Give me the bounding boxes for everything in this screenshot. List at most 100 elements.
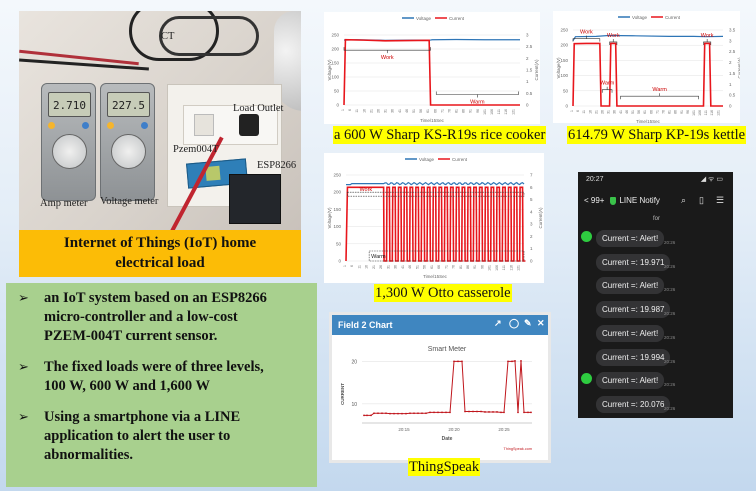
x-tick-label: 11	[355, 109, 359, 113]
line-notify-avatar[interactable]	[581, 231, 592, 242]
y-tick-label: 250	[333, 173, 341, 178]
ct-label: CT	[161, 31, 175, 42]
photo-caption: Internet of Things (IoT) home electrical…	[19, 230, 301, 277]
comment-icon[interactable]: ◯	[509, 318, 520, 328]
data-point	[417, 412, 419, 415]
arrow-bullet-icon: ➢	[18, 359, 29, 374]
bullet-line: application to alert the user to	[44, 428, 231, 444]
x-tick-label: 36	[394, 265, 398, 269]
y2-tick-label: 2.5	[729, 49, 736, 54]
y-tick-label: 200	[333, 190, 341, 195]
meter-button	[141, 122, 148, 129]
x-tick-label: 101	[488, 265, 492, 271]
y-tick-label: 250	[331, 33, 339, 38]
data-point	[373, 412, 375, 415]
amp-meter-label: Amp meter	[40, 198, 88, 209]
x-tick-label: 81	[455, 109, 459, 113]
y2-tick-label: 0	[530, 259, 533, 264]
x-tick-label: 1	[341, 109, 345, 111]
x-tick-label: 51	[415, 265, 419, 269]
data-point	[461, 360, 463, 363]
meter-button	[82, 122, 89, 129]
hardware-setup-photo: 2.710 227.5 CT Load Outlet Pzem004T ESP8…	[19, 11, 301, 230]
y2-tick-label: 0.5	[526, 91, 533, 96]
y-axis-label: Voltage(V)	[327, 59, 332, 81]
data-point	[370, 414, 372, 417]
message-bubble[interactable]: Current =: Alert!	[596, 324, 665, 342]
x-tick-label: 71	[655, 110, 659, 114]
x-tick-label: 26	[600, 110, 604, 114]
message-bubble[interactable]: Current =: 19.987	[596, 301, 671, 319]
message-time: 20:26	[664, 311, 676, 317]
data-point	[530, 411, 532, 414]
data-point	[393, 412, 395, 415]
x-axis-label: Time/15Sec	[423, 274, 448, 279]
annotation-bracket	[703, 38, 712, 45]
x-tick-label: 20:20	[448, 427, 460, 432]
bullet-item: ➢The fixed loads were of three levels,10…	[18, 358, 309, 396]
x-tick-label: 91	[469, 109, 473, 113]
x-tick-label: 116	[509, 265, 513, 271]
message-time: 20:26	[664, 358, 676, 364]
x-tick-label: 76	[661, 110, 665, 114]
legend-label: Current	[449, 16, 465, 21]
x-tick-label: 56	[423, 265, 427, 269]
data-point	[429, 411, 431, 414]
external-link-icon[interactable]: ↗	[494, 318, 502, 328]
data-point	[385, 412, 387, 415]
message-time: 20:26	[664, 287, 676, 293]
status-time: 20:27	[586, 176, 604, 183]
y2-tick-label: 0.5	[729, 93, 736, 98]
x-tick-label: 106	[698, 110, 702, 116]
back-button[interactable]: < 99+	[584, 196, 605, 205]
x-tick-label: 121	[517, 265, 521, 271]
menu-icon[interactable]: ☰	[716, 195, 725, 205]
legend-label: Voltage	[416, 16, 432, 21]
annotation-label: Work	[359, 187, 372, 193]
x-tick-label: 66	[433, 109, 437, 113]
y-axis-label: CURRENT	[340, 383, 345, 405]
x-tick-label: 51	[412, 109, 416, 113]
x-tick-label: 101	[692, 110, 696, 116]
message-bubble[interactable]: Current =: 20.076	[596, 395, 671, 413]
message-bubble[interactable]: Current =: 19.971	[596, 253, 671, 271]
x-tick-label: 21	[594, 110, 598, 114]
message-bubble[interactable]: Current =: Alert!	[596, 230, 665, 247]
x-tick-label: 81	[668, 110, 672, 114]
edit-pencil-icon[interactable]: ✎	[524, 318, 532, 328]
data-point	[457, 360, 459, 363]
x-tick-label: 51	[631, 110, 635, 114]
y-tick-label: 10	[351, 402, 357, 408]
x-tick-label: 11	[357, 265, 361, 269]
search-icon[interactable]: ⌕	[681, 195, 687, 205]
annotation-label: Work	[381, 55, 394, 61]
data-point	[488, 411, 490, 413]
amp-meter: 2.710	[41, 83, 96, 201]
line-notify-avatar[interactable]	[581, 373, 592, 385]
message-bubble[interactable]: Current =: Alert!	[596, 277, 665, 295]
y2-tick-label: 1.5	[729, 71, 736, 76]
message-bubble[interactable]: Current =: 19.994	[596, 348, 671, 366]
message-bubble[interactable]: Current =: Alert!	[596, 372, 665, 390]
voltage-series-line	[346, 181, 525, 186]
y2-tick-label: 3	[729, 38, 732, 43]
y2-tick-label: 0	[526, 103, 529, 108]
voltage-meter-label: Voltage meter	[100, 196, 159, 207]
data-point	[514, 360, 516, 362]
y2-tick-label: 3	[530, 222, 533, 227]
notes-icon[interactable]: ▯	[699, 195, 704, 205]
x-tick-label: 81	[459, 265, 463, 269]
meter-button	[48, 122, 55, 129]
data-point	[441, 411, 443, 414]
y-tick-label: 200	[331, 47, 339, 52]
annotation-bracket	[620, 93, 699, 100]
current-series-line	[572, 42, 723, 107]
probe-lead-black	[19, 58, 149, 71]
x-tick-label: 1	[343, 265, 347, 267]
message-time: 20:26	[664, 382, 676, 388]
close-icon[interactable]: ✕	[537, 318, 545, 328]
